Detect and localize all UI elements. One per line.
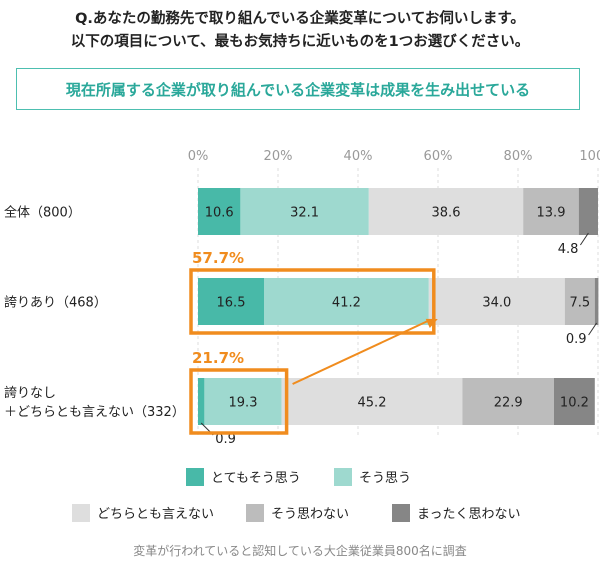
bar-segment [594,278,599,325]
chart-title: 現在所属する企業が取り組んでいる企業変革は成果を生み出せている [16,68,580,110]
data-label: 45.2 [358,396,387,411]
data-label-callout: 4.8 [558,242,579,257]
bar-segment [240,188,369,235]
highlight-arrowhead [425,318,438,329]
highlight-arrow [292,320,429,385]
data-label-callout: 0.9 [215,432,236,447]
legend-swatch [186,468,204,486]
data-label: 10.6 [205,206,234,221]
bar-segment [198,188,241,235]
callout-line [579,232,589,246]
data-label: 38.6 [432,206,461,221]
question-line-1: Q.あなたの勤務先で取り組んでいる企業変革についてお伺いします。 [75,11,525,27]
data-label: 7.5 [569,296,590,311]
x-tick-label: 60% [424,149,453,164]
survey-footnote: 変革が行われていると認知している大企業従業員800名に調査 [133,544,467,558]
bar-segment [564,278,595,325]
bar-segment [198,378,205,425]
data-label: 34.0 [482,296,511,311]
highlight-total-label: 57.7% [192,249,244,267]
bar-segment [368,188,524,235]
category-label: 全体（800） [4,205,81,221]
legend-swatch [392,504,410,522]
data-label: 16.5 [217,296,246,311]
data-label: 10.2 [560,396,589,411]
legend-label: そう思う [359,471,411,486]
legend-swatch [246,504,264,522]
highlight-box [189,368,289,435]
legend-label: そう思わない [271,507,349,522]
bar-segment [198,278,264,325]
legend-swatch [72,504,90,522]
data-label: 19.3 [229,396,258,411]
legend-label: まったく思わない [417,507,520,522]
category-label: ＋どちらとも言えない（332） [4,405,185,420]
x-tick-label: 80% [504,149,533,164]
bar-segment [554,378,595,425]
bar-segment [523,188,579,235]
data-label: 13.9 [537,206,566,221]
category-label: 誇りなし [4,385,56,401]
x-tick-label: 100% [579,149,600,164]
question-line-2: 以下の項目について、最もお気持ちに近いものを1つお選びください。 [70,34,530,50]
data-label-callout: 0.9 [566,332,587,347]
category-label: 誇りあり（468） [4,295,107,311]
x-tick-label: 20% [264,149,293,164]
bar-segment [281,378,463,425]
bar-segment [578,188,598,235]
legend-label: とてもそう思う [211,471,301,486]
stacked-bar-chart: 0% 20% 40% 60% 80% 100% 全体（800） 誇りあり（468） 誇りなし ＋ど… [4,149,600,522]
highlight-box [189,268,436,335]
data-label: 41.2 [332,296,361,311]
callout-line [588,322,598,336]
bar-segment [264,278,429,325]
bar-segment [204,378,282,425]
bar-segment [462,378,554,425]
legend-label: どちらとも言えない [97,507,214,522]
legend-swatch [334,468,352,486]
data-label: 22.9 [494,396,523,411]
highlight-total-label: 21.7% [192,349,244,367]
question-text: Q.あなたの勤務先で取り組んでいる企業変革についてお伺いします。 以下の項目につ… [0,8,600,54]
bar-segment [428,278,565,325]
x-tick-label: 40% [344,149,373,164]
data-label: 32.1 [290,206,319,221]
x-tick-label: 0% [188,149,209,164]
